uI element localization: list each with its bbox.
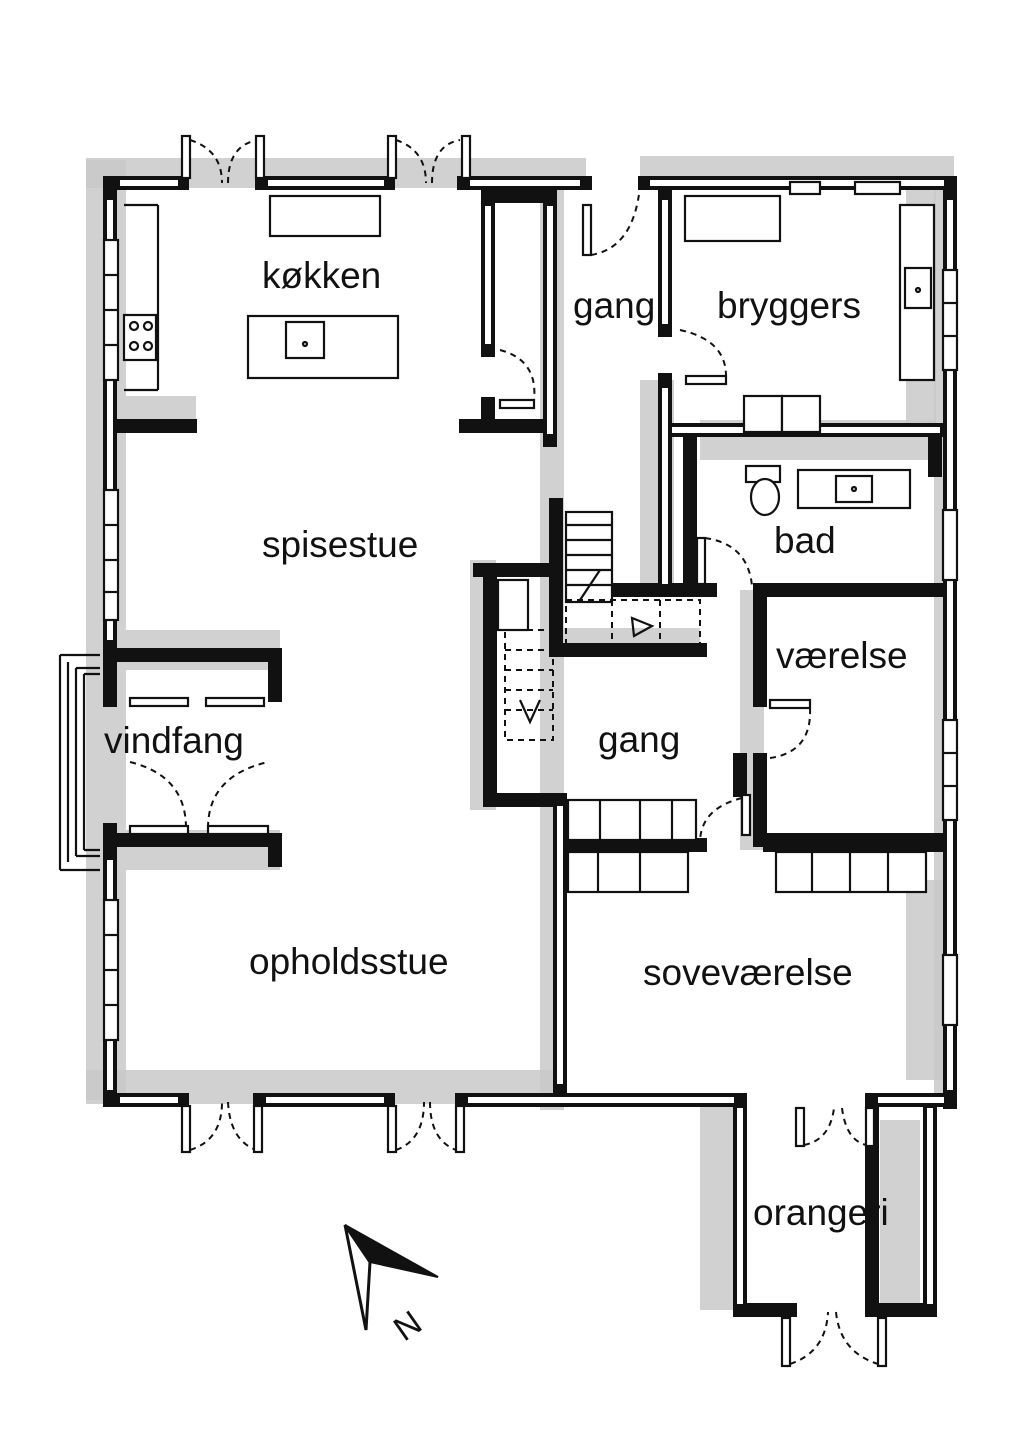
fixtures bbox=[122, 203, 936, 894]
north-arrow-icon: N bbox=[343, 1224, 439, 1349]
room-labels: køkken gang bryggers spisestue bad værel… bbox=[104, 255, 908, 1233]
room-label-hall-lower: gang bbox=[598, 719, 680, 760]
room-label-hall-upper: gang bbox=[573, 285, 655, 326]
room-label-room: værelse bbox=[776, 635, 908, 676]
north-label: N bbox=[387, 1304, 429, 1349]
windows bbox=[102, 180, 959, 1042]
room-label-utility: bryggers bbox=[717, 285, 861, 326]
room-label-bedroom: soveværelse bbox=[643, 952, 853, 993]
room-label-dining: spisestue bbox=[262, 524, 418, 565]
room-label-bath: bad bbox=[774, 520, 836, 561]
room-label-entrance: vindfang bbox=[104, 720, 244, 761]
room-label-orangery: orangeri bbox=[753, 1192, 889, 1233]
doors bbox=[58, 134, 888, 1368]
room-label-kitchen: køkken bbox=[262, 255, 381, 296]
room-label-living: opholdsstue bbox=[249, 941, 449, 982]
